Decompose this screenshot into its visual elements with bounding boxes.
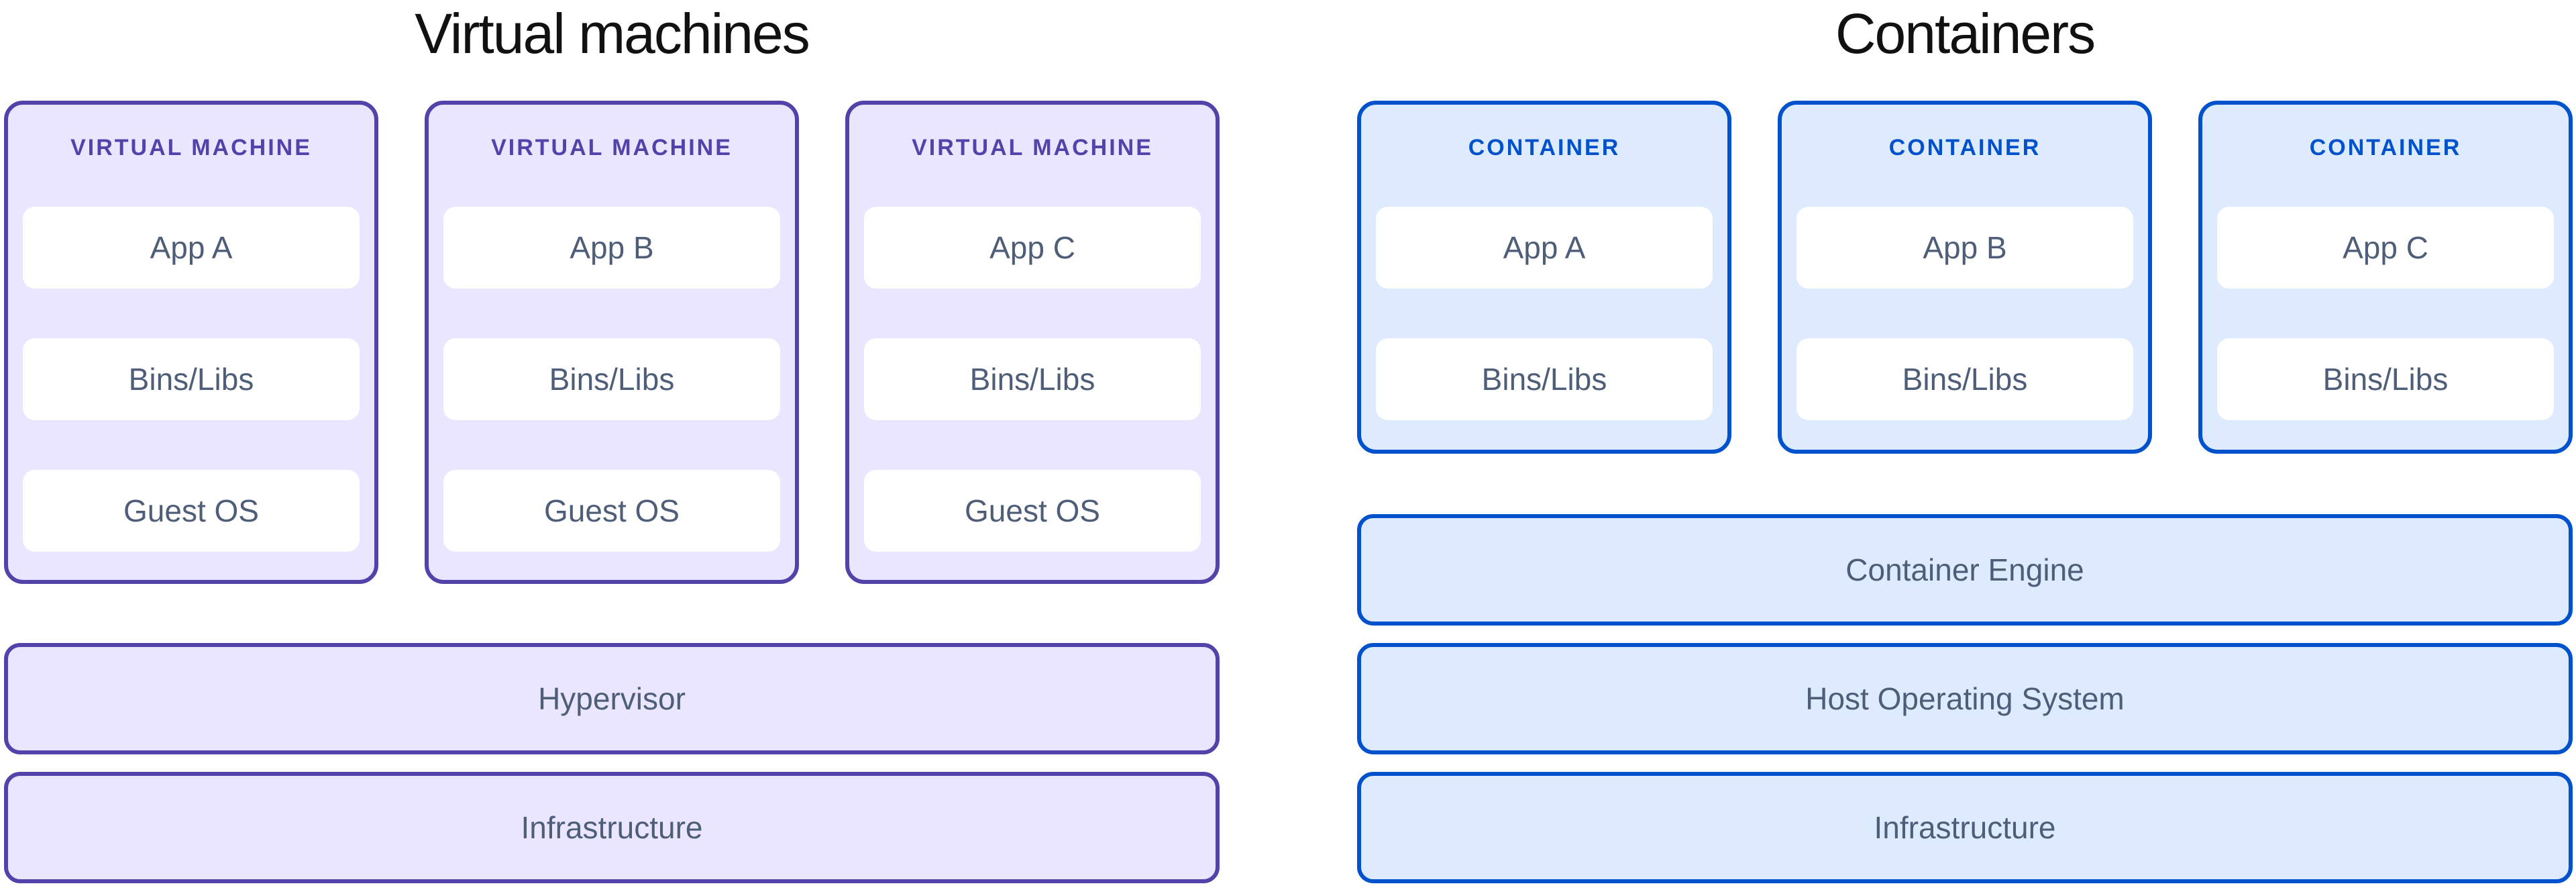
infrastructure-bar-containers: Infrastructure xyxy=(1357,772,2573,883)
vm-card-2: VIRTUAL MACHINE App B Bins/Libs Guest OS xyxy=(425,101,799,584)
virtual-machines-panel: Virtual machines VIRTUAL MACHINE App A B… xyxy=(4,0,1220,894)
layer-bins-libs: Bins/Libs xyxy=(443,338,780,420)
vm-card-3: VIRTUAL MACHINE App C Bins/Libs Guest OS xyxy=(845,101,1220,584)
container-card-1: CONTAINER App A Bins/Libs xyxy=(1357,101,1731,454)
container-card-3: CONTAINER App C Bins/Libs xyxy=(2198,101,2573,454)
vm-card-1: VIRTUAL MACHINE App A Bins/Libs Guest OS xyxy=(4,101,378,584)
host-operating-system-bar: Host Operating System xyxy=(1357,643,2573,754)
layer-app-b: App B xyxy=(1796,207,2133,289)
container-card-2-header: CONTAINER xyxy=(1888,135,2041,160)
layer-guest-os: Guest OS xyxy=(864,470,1201,552)
container-card-2: CONTAINER App B Bins/Libs xyxy=(1778,101,2152,454)
layer-app-c: App C xyxy=(864,207,1201,289)
layer-app-b: App B xyxy=(443,207,780,289)
vm-card-2-header: VIRTUAL MACHINE xyxy=(491,135,733,160)
container-card-3-header: CONTAINER xyxy=(2309,135,2462,160)
container-engine-bar: Container Engine xyxy=(1357,514,2573,626)
vm-card-1-header: VIRTUAL MACHINE xyxy=(70,135,312,160)
hypervisor-bar: Hypervisor xyxy=(4,643,1220,754)
layer-bins-libs: Bins/Libs xyxy=(1376,338,1713,420)
virtual-machines-title: Virtual machines xyxy=(415,2,810,65)
vm-card-3-header: VIRTUAL MACHINE xyxy=(912,135,1153,160)
containers-panel: Containers CONTAINER App A Bins/Libs CON… xyxy=(1357,0,2573,894)
container-cards-row: CONTAINER App A Bins/Libs CONTAINER App … xyxy=(1357,101,2573,454)
layer-app-c: App C xyxy=(2217,207,2554,289)
layer-app-a: App A xyxy=(23,207,360,289)
layer-bins-libs: Bins/Libs xyxy=(23,338,360,420)
infrastructure-bar-vm: Infrastructure xyxy=(4,772,1220,883)
layer-bins-libs: Bins/Libs xyxy=(864,338,1201,420)
layer-guest-os: Guest OS xyxy=(443,470,780,552)
container-card-1-header: CONTAINER xyxy=(1468,135,1621,160)
layer-app-a: App A xyxy=(1376,207,1713,289)
layer-guest-os: Guest OS xyxy=(23,470,360,552)
containers-title: Containers xyxy=(1835,2,2096,65)
layer-bins-libs: Bins/Libs xyxy=(2217,338,2554,420)
vm-cards-row: VIRTUAL MACHINE App A Bins/Libs Guest OS… xyxy=(4,101,1220,584)
layer-bins-libs: Bins/Libs xyxy=(1796,338,2133,420)
